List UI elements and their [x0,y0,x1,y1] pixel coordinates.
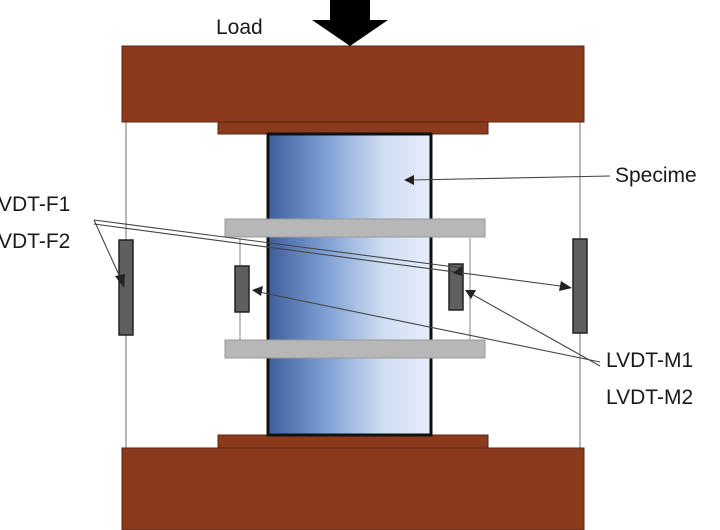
leader-m2 [467,291,601,367]
arrowhead-m-right [465,290,476,299]
lvdt-m2-label: LVDT-M2 [606,386,694,409]
lvdt-f2-label: VDT-F2 [0,230,71,253]
bottom-platen-boss [217,434,489,449]
leader-specimen [410,175,611,181]
leader-m1 [253,290,601,363]
arrowhead-m-left [252,286,263,296]
bottom-platen [121,447,585,530]
arrowhead-right-lvdt [453,266,462,276]
arrowhead-f-left [115,274,125,288]
arrowhead-f-right [559,281,572,291]
specimen-label: Specime [615,164,697,187]
leader-f1 [93,219,463,269]
top-platen-boss [217,121,489,135]
lvdt-m-right [448,263,464,311]
upper-clamp-ring [224,218,486,238]
arrowhead-specimen [404,175,414,185]
lvdt-m1-label: LVDT-M1 [606,349,694,372]
specimen [266,132,433,437]
arrowheads [115,175,572,299]
lower-clamp-ring [224,339,486,359]
lvdt-f-right [572,238,588,334]
top-platen [121,45,585,123]
load-arrow-icon [312,0,388,46]
leader-f2 [93,219,125,287]
lvdt-f1-label: VDT-F1 [0,193,71,216]
lvdt-m-left [234,265,250,313]
load-label: Load [216,16,263,39]
leader-f1-right [93,223,569,288]
lvdt-f-left [118,239,134,336]
leader-lines [93,175,611,367]
